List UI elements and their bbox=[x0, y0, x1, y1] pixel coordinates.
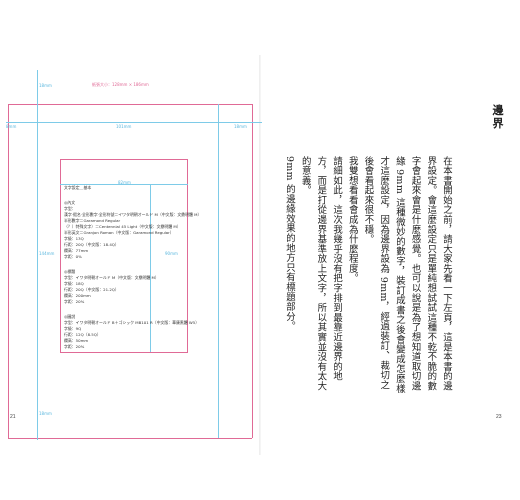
spec-line: （？）特殊文字）＝Centennial 45 Light（中文版：文鼎明體 M） bbox=[64, 224, 181, 229]
paragraph: 我雙想看看會成為什麼程度。 bbox=[346, 156, 358, 284]
bottom-margin-label: 18mm bbox=[39, 411, 52, 416]
paper-right-edge bbox=[252, 104, 253, 438]
type-spec: 文字設定＿基本 ◎內文 字型： 漢字‧假名‧全形數字‧全形符號＝イワタ明朝オール… bbox=[64, 185, 202, 350]
textblock-top-edge bbox=[60, 159, 188, 160]
spec-line: 漢字‧假名‧全形數字‧全形符號＝イワタ明朝オールド M（中文版：文鼎明體 M） bbox=[64, 212, 202, 217]
text-height-label: 144mm bbox=[39, 251, 55, 256]
spec-line: 欄高：200mm bbox=[64, 293, 91, 298]
spec-line: 半形英文＝Granjon Roman（中文版：Garamond Regular） bbox=[64, 230, 174, 235]
textblock-right-edge bbox=[187, 159, 188, 352]
spec-line: 字級：9Q bbox=[64, 326, 82, 331]
paper-top-edge bbox=[8, 104, 252, 105]
paragraph: 在本書開始之前，請大家先看一下左頁，這是本書的邊界設定。會這麼設定只是單純想試試… bbox=[362, 156, 452, 394]
spec-line: 字距：20% bbox=[64, 344, 85, 349]
textblock-bottom-edge bbox=[60, 352, 188, 353]
box-width-label: 82mm bbox=[118, 180, 131, 185]
spec-line: 字級：13Q bbox=[64, 236, 84, 241]
left-page-number: 21 bbox=[10, 414, 16, 420]
spec-line: 字型： bbox=[64, 206, 76, 211]
spec-heading-caption: ◎圖說 bbox=[64, 314, 76, 319]
paragraph: 請細如此，這次我幾乎沒有把字排到最靠近邊界的地方，而是打從邊界基準放上文字，所以… bbox=[299, 156, 343, 391]
paper-bottom-edge bbox=[8, 438, 252, 439]
guide-vertical-inner bbox=[218, 104, 219, 438]
spec-line: 字距：0% bbox=[64, 254, 82, 259]
spec-line: 行距：20Q（中文版：18.4Q） bbox=[64, 242, 119, 247]
body-text: 在本書開始之前，請大家先看一下左頁，這是本書的邊界設定。會這麼設定只是單純想試試… bbox=[281, 156, 454, 398]
spec-line: 行距：20Q（中文版：21.2Q） bbox=[64, 287, 119, 292]
spec-line: 欄高：77mm bbox=[64, 248, 89, 253]
spec-line: 半形數字＝Garamond Regular bbox=[64, 218, 121, 223]
outer-margin-label: 8mm bbox=[6, 124, 17, 129]
chapter-title: 邊界 bbox=[492, 104, 504, 130]
guide-horizontal-main bbox=[6, 122, 262, 123]
textblock-left-edge bbox=[60, 159, 61, 352]
top-margin-label: 18mm bbox=[39, 83, 52, 88]
spec-line: 字距：20% bbox=[64, 299, 85, 304]
spec-line: 欄高：50mm bbox=[64, 338, 89, 343]
guide-horizontal-textbox bbox=[60, 184, 188, 185]
text-width-label: 101mm bbox=[116, 124, 132, 129]
guide-vertical-outer bbox=[37, 70, 38, 440]
spine-gutter bbox=[259, 55, 261, 455]
spec-line: 字級：18Q bbox=[64, 281, 84, 286]
spec-heading-title: ◎標題 bbox=[64, 269, 76, 274]
guide-vertical-textbox bbox=[150, 184, 151, 352]
spec-line: 字型：イワタ明朝オールド B＋ゴシック MB101 R（中文版：華康黑體 W5） bbox=[64, 320, 200, 325]
inner-margin-label: 18mm bbox=[234, 124, 247, 129]
spec-line: 字型：イワタ明朝オールド M（中文版：文鼎明體 M） bbox=[64, 275, 159, 280]
paper-size-label: 紙張大小：128mm × 186mm bbox=[92, 82, 149, 87]
paper-left-edge bbox=[8, 104, 9, 438]
box-height-label: 90mm bbox=[165, 251, 178, 256]
paragraph: 9mm 的邊緣效果的地方只有標題部分。 bbox=[283, 156, 295, 332]
spec-title: 文字設定＿基本 bbox=[64, 185, 92, 190]
right-page-number: 23 bbox=[496, 414, 502, 420]
spec-line: 行距：12Q（8.5Q） bbox=[64, 332, 101, 337]
spec-heading-body: ◎內文 bbox=[64, 200, 76, 205]
